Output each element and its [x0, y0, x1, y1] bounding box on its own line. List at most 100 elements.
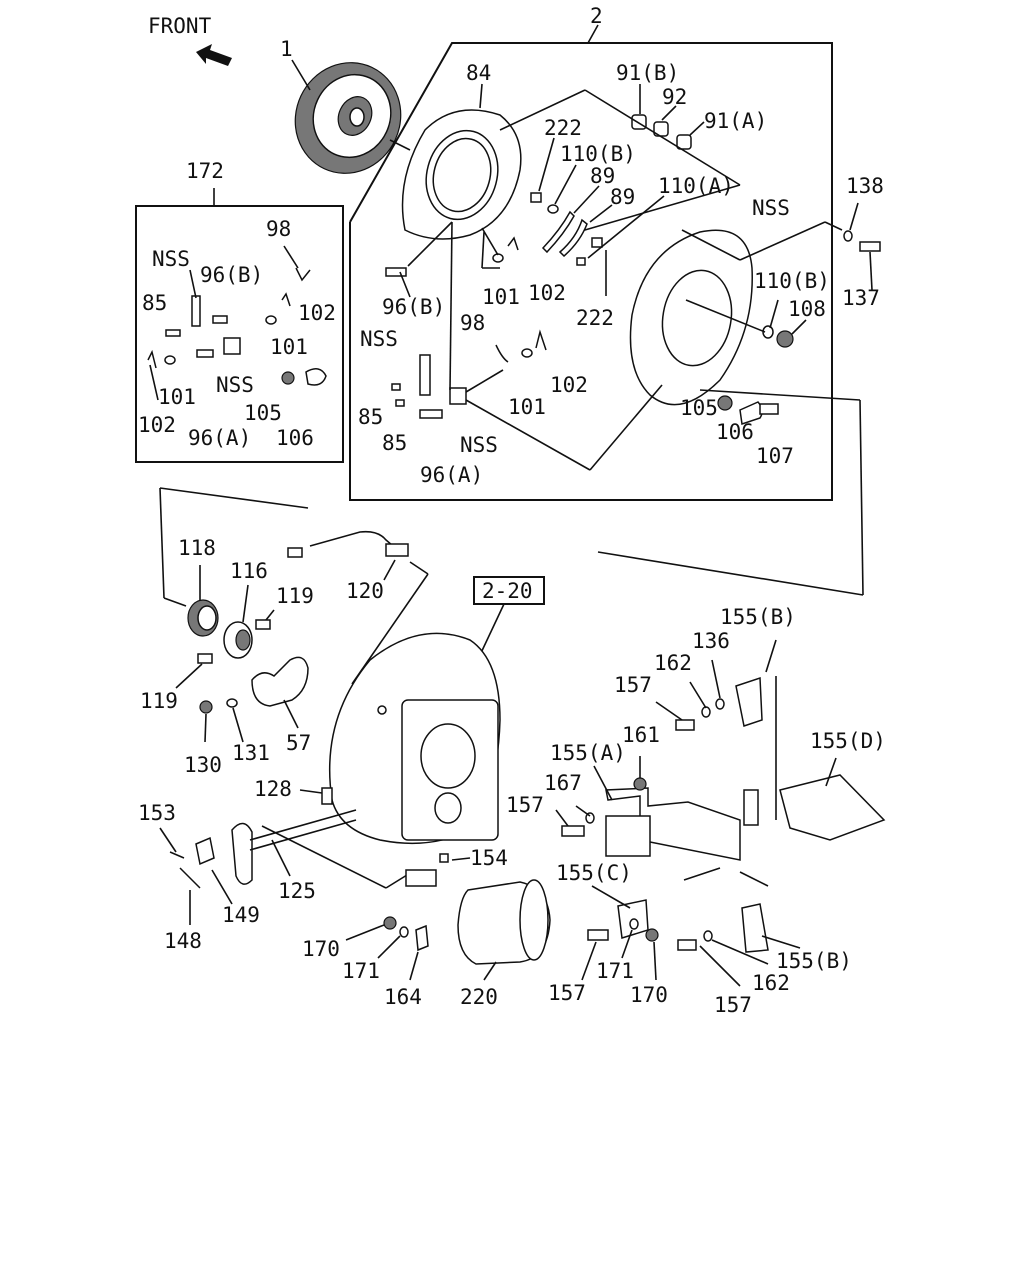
callout-nss-inset-top: NSS: [152, 247, 190, 271]
callout-148: 148: [164, 929, 202, 953]
callout-155-c: 155(C): [556, 861, 632, 885]
callout-98-inset: 98: [266, 217, 291, 241]
callout-91-b: 91(B): [616, 61, 679, 85]
callout-155-a: 155(A): [550, 741, 626, 765]
callout-101-inset-top: 101: [270, 335, 308, 359]
callout-84: 84: [466, 61, 491, 85]
callout-nss-main-bot: NSS: [460, 433, 498, 457]
nut-plate-bolt-parts: [717, 395, 779, 425]
callout-157-top: 157: [614, 673, 652, 697]
ref-box-2-20: [473, 576, 545, 605]
callout-125: 125: [278, 879, 316, 903]
callout-137: 137: [842, 286, 880, 310]
callout-222-top: 222: [544, 116, 582, 140]
callout-155-d: 155(D): [810, 729, 886, 753]
callout-172: 172: [186, 159, 224, 183]
bolt-119-part: [197, 619, 271, 664]
bearing-hub-116-part: [223, 621, 253, 659]
callout-102-inset-bot: 102: [138, 413, 176, 437]
callout-167: 167: [544, 771, 582, 795]
callout-85-main-b: 85: [382, 431, 407, 455]
callout-222-main: 222: [576, 306, 614, 330]
callout-154: 154: [470, 846, 508, 870]
cover-hardware-parts: [530, 192, 603, 266]
callout-220: 220: [460, 985, 498, 1009]
hydraulic-line-120-part: [287, 530, 409, 558]
callout-96-b-main: 96(B): [382, 295, 445, 319]
callout-118: 118: [178, 536, 216, 560]
callout-153: 153: [138, 801, 176, 825]
callout-136: 136: [692, 629, 730, 653]
callout-85-main-a: 85: [358, 405, 383, 429]
callout-102-main-bot: 102: [550, 373, 588, 397]
callout-110-a: 110(A): [658, 174, 734, 198]
release-lever-hardware: [385, 236, 547, 419]
callout-57: 57: [286, 731, 311, 755]
callout-119-b: 119: [140, 689, 178, 713]
callout-85-inset: 85: [142, 291, 167, 315]
callout-155-b-top: 155(B): [720, 605, 796, 629]
callout-105-inset: 105: [244, 401, 282, 425]
callout-149: 149: [222, 903, 260, 927]
release-bearing-118-part: [187, 599, 219, 637]
callout-96-a-main: 96(A): [420, 463, 483, 487]
bracket-hardware-parts: [561, 698, 725, 951]
callout-128: 128: [254, 777, 292, 801]
bolt-137-part: [843, 230, 881, 252]
callout-106-main: 106: [716, 420, 754, 444]
callout-110-b-right: 110(B): [754, 269, 830, 293]
pilot-bearing-part: [631, 114, 692, 150]
callout-98-main: 98: [460, 311, 485, 335]
callout-2-20: 2-20: [482, 579, 533, 603]
callout-171-right: 171: [596, 959, 634, 983]
assembly-2-frame: [349, 42, 833, 501]
front-label: FRONT: [148, 14, 212, 38]
callout-138: 138: [846, 174, 884, 198]
callout-108: 108: [788, 297, 826, 321]
callout-170-left: 170: [302, 937, 340, 961]
callout-96-b-inset: 96(B): [200, 263, 263, 287]
callout-170-right: 170: [630, 983, 668, 1007]
callout-1: 1: [280, 37, 293, 61]
callout-162-bot: 162: [752, 971, 790, 995]
callout-101-main-top: 101: [482, 285, 520, 309]
callout-96-a-inset: 96(A): [188, 426, 251, 450]
callout-nss-inset-mid: NSS: [216, 373, 254, 397]
release-fork-57-part: [199, 656, 309, 714]
callout-nss-right: NSS: [752, 196, 790, 220]
callout-130: 130: [184, 753, 222, 777]
front-arrow-icon: [196, 44, 232, 66]
mounting-brackets-155-parts: [605, 676, 886, 953]
callout-89-b: 89: [610, 185, 635, 209]
callout-101-inset-bot: 101: [158, 385, 196, 409]
callout-89-a: 89: [590, 164, 615, 188]
clutch-housing-part: [329, 632, 501, 845]
callout-2: 2: [590, 4, 603, 28]
callout-102-inset-top: 102: [298, 301, 336, 325]
callout-164: 164: [384, 985, 422, 1009]
callout-120: 120: [346, 579, 384, 603]
callout-155-b-bot: 155(B): [776, 949, 852, 973]
callout-nss-main-left: NSS: [360, 327, 398, 351]
callout-91-a: 91(A): [704, 109, 767, 133]
callout-106-inset: 106: [276, 426, 314, 450]
callout-101-main-bot: 101: [508, 395, 546, 419]
callout-171-left: 171: [342, 959, 380, 983]
slave-cylinder-220-part: [383, 853, 551, 965]
callout-157-mid: 157: [506, 793, 544, 817]
washer-nut-108-part: [762, 325, 794, 348]
callout-116: 116: [230, 559, 268, 583]
callout-92: 92: [662, 85, 687, 109]
release-shaft-parts: [169, 787, 357, 889]
callout-119-a: 119: [276, 584, 314, 608]
inset-lever-parts: [147, 267, 327, 386]
clutch-disc-part: [294, 62, 402, 174]
pressure-plate-cover-part: [401, 109, 522, 240]
callout-161: 161: [622, 723, 660, 747]
callout-107: 107: [756, 444, 794, 468]
callout-131: 131: [232, 741, 270, 765]
inset-172-frame: [135, 205, 344, 463]
callout-157-bot-right: 157: [714, 993, 752, 1017]
callout-105-main: 105: [680, 396, 718, 420]
callout-110-b-top: 110(B): [560, 142, 636, 166]
